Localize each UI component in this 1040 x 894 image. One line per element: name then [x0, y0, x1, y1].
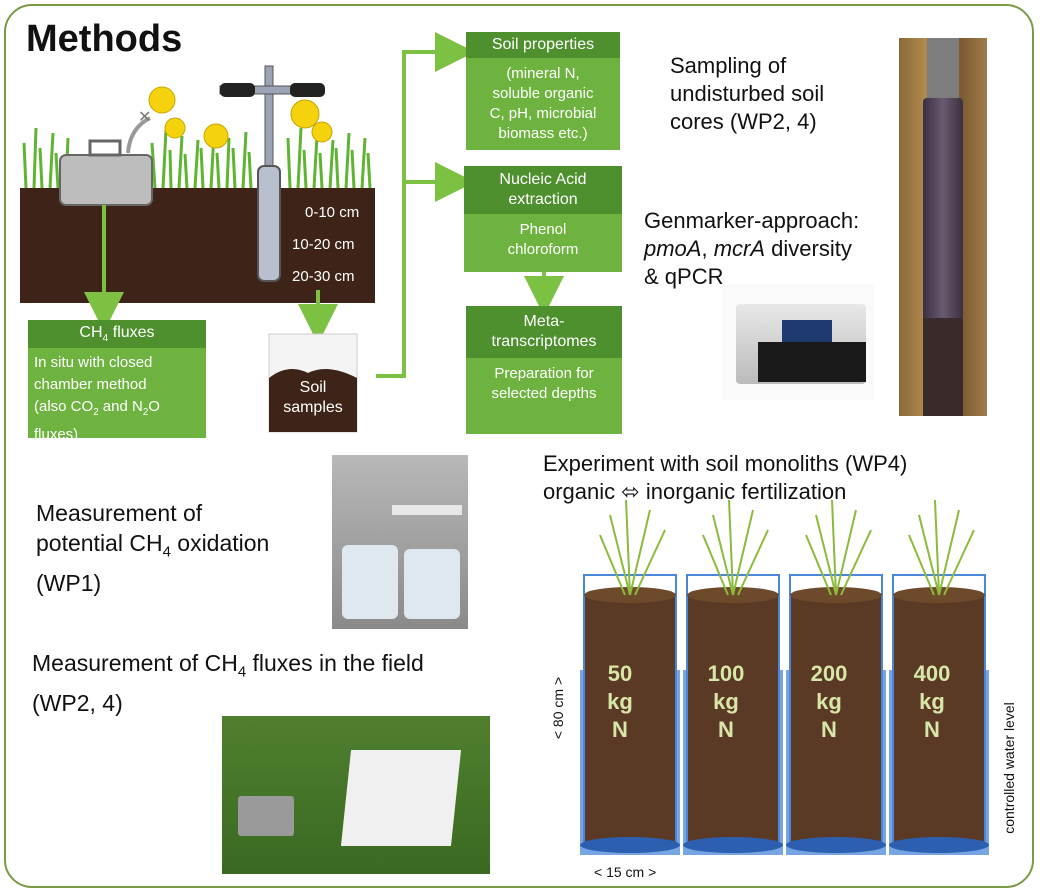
- soil-properties-line-1: (mineral N,: [506, 65, 580, 82]
- ch4-fluxes-box: CH4 fluxes In situ with closed chamber m…: [28, 320, 206, 443]
- soil-sample-bag: [268, 333, 358, 433]
- nucleic-line-1: Phenol: [519, 221, 567, 238]
- metatranscriptomes-box: Meta-transcriptomes Preparation for sele…: [466, 306, 622, 434]
- meta-line-1: Preparation for: [494, 365, 594, 382]
- soil-properties-line-2: soluble organic: [492, 85, 594, 102]
- width-dimension-label: < 15 cm >: [594, 864, 657, 880]
- depth-label-1: 0-10 cm: [305, 204, 360, 221]
- nucleic-line-2: chloroform: [507, 241, 579, 258]
- sequencer-photo: [722, 284, 874, 400]
- field-chamber-photo: [222, 716, 490, 874]
- soil-properties-header: Soil properties: [466, 32, 620, 58]
- depth-label-3: 20-30 cm: [292, 268, 355, 285]
- soil-profile-illustration: ✕: [20, 65, 375, 303]
- ch4-line-3: (also CO2 and N2O: [34, 398, 160, 419]
- water-level-label: controlled water level: [1001, 702, 1017, 834]
- height-dimension-label: < 80 cm >: [550, 676, 566, 740]
- experiment-text: Experiment with soil monoliths (WP4) org…: [543, 451, 908, 504]
- page-title: Methods: [26, 18, 183, 60]
- genmarker-text: Genmarker-approach: pmoA, mcrA diversity…: [644, 208, 860, 289]
- soil-properties-box: Soil properties (mineral N, soluble orga…: [466, 32, 620, 150]
- soil-properties-line-3: C, pH, microbial: [489, 105, 597, 122]
- potential-oxidation-text: Measurement of potential CH4 oxidation (…: [36, 500, 270, 596]
- ch4-line-1: In situ with closed: [34, 354, 153, 372]
- soil-properties-line-4: biomass etc.): [498, 125, 588, 142]
- figure-frame: [4, 4, 1034, 888]
- meta-line-2: selected depths: [491, 385, 597, 402]
- monolith-columns: [580, 499, 989, 855]
- ch4-fluxes-header: CH4 fluxes: [28, 320, 206, 349]
- lab-jars-photo: [332, 455, 468, 629]
- metatranscriptomes-header: Meta-transcriptomes: [466, 306, 622, 358]
- field-measurement-text: Measurement of CH4 fluxes in the field (…: [32, 650, 424, 716]
- soil-core-photo: [899, 38, 987, 416]
- ch4-line-4: fluxes): [34, 426, 79, 444]
- depth-label-2: 10-20 cm: [292, 236, 355, 253]
- svg-text:✕: ✕: [138, 109, 151, 126]
- ch4-line-2: chamber method: [34, 376, 147, 394]
